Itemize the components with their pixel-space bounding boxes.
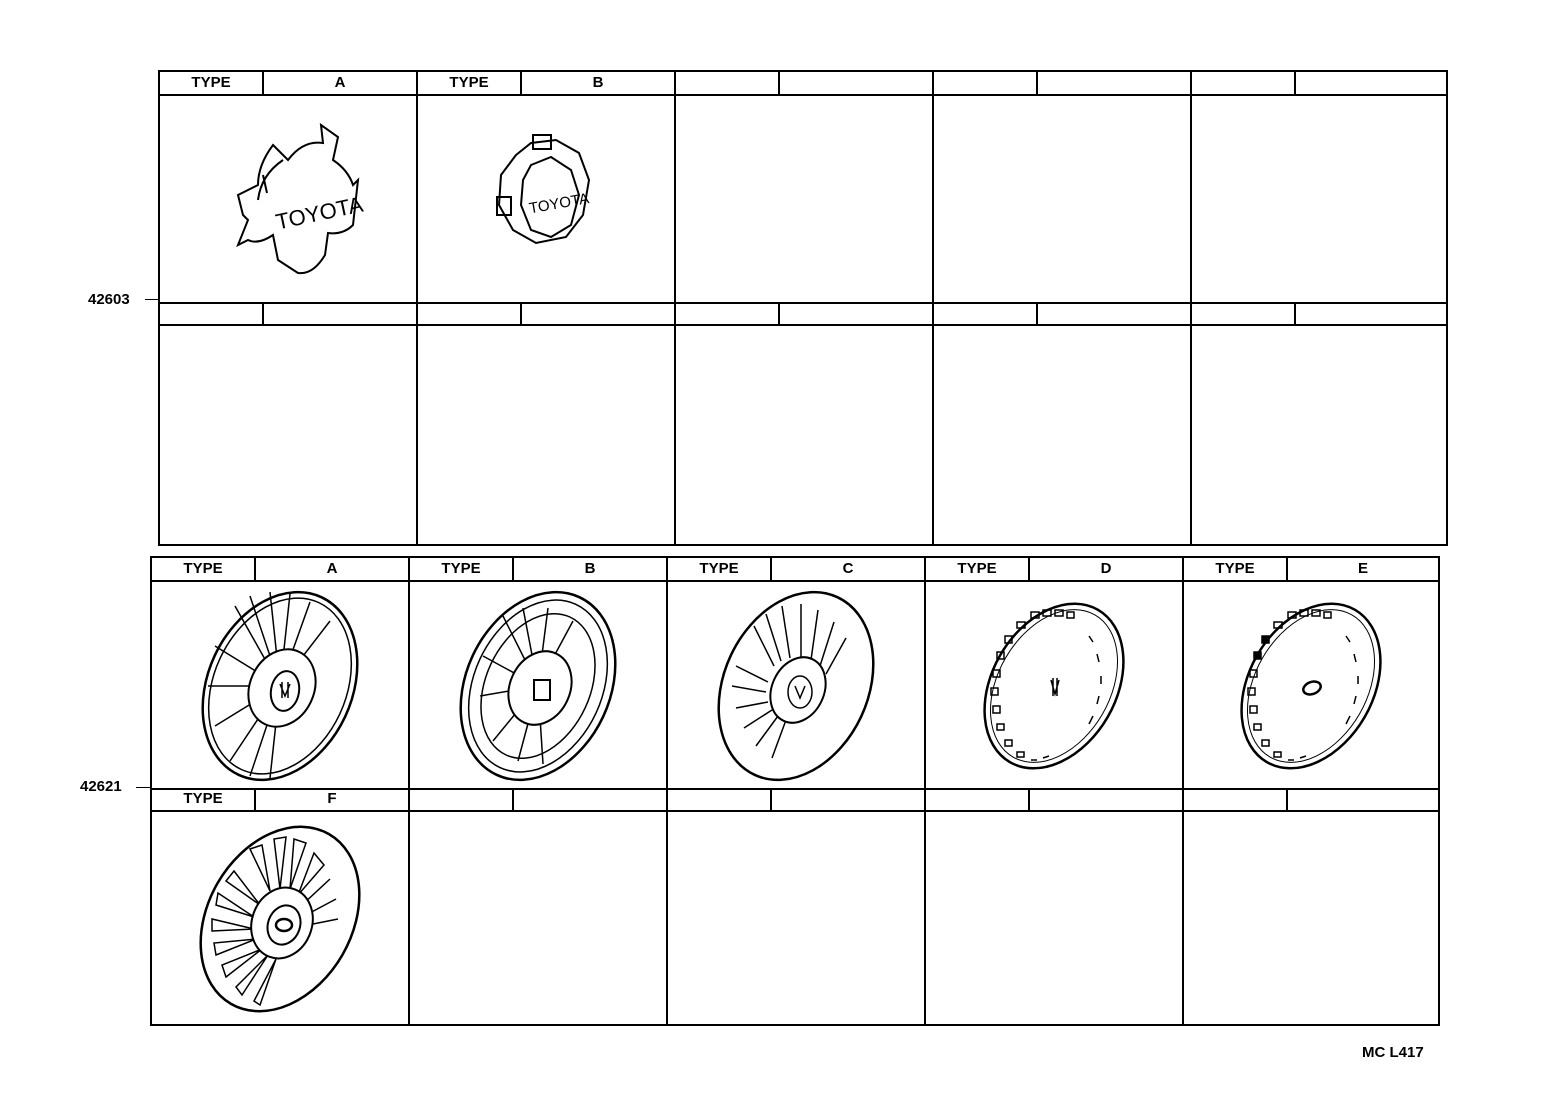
part-number-callout-42621: 42621	[80, 778, 122, 795]
cell-42603-empty-4	[934, 72, 1192, 302]
type-value: B	[584, 560, 596, 577]
type-value: A	[326, 560, 338, 577]
wheel-cover-icon	[983, 602, 1125, 770]
type-label: TYPE	[410, 558, 514, 580]
section-42621-row-2: TYPE F	[152, 788, 1438, 1024]
wheel-cover-icon	[717, 590, 875, 782]
cell-42621-type-c[interactable]: TYPE C	[668, 558, 926, 788]
section-42603-row-1: TYPE A TOYOTA TYPE B TOYOTA	[160, 72, 1446, 304]
type-value	[780, 72, 932, 94]
cell-42621-r2-2	[410, 788, 668, 1024]
type-label	[926, 788, 1030, 810]
type-label	[1192, 302, 1296, 324]
type-value: F	[327, 790, 337, 807]
diagram-code: MC L417	[1362, 1044, 1424, 1061]
cell-42621-r2-3	[668, 788, 926, 1024]
cell-42603-type-b[interactable]: TYPE B TOYOTA	[418, 72, 676, 302]
type-label	[934, 302, 1038, 324]
type-label: TYPE	[160, 72, 264, 94]
wheel-cover-b-illustration	[410, 584, 666, 788]
type-value	[1288, 788, 1438, 810]
wheel-cover-f-illustration	[152, 814, 408, 1024]
type-value	[1038, 72, 1190, 94]
type-value	[1030, 788, 1182, 810]
toyota-emblem-icon	[1302, 680, 1322, 696]
cell-42621-r2-5	[1184, 788, 1438, 1024]
crown-emblem-icon	[794, 685, 806, 700]
type-value: C	[842, 560, 854, 577]
cell-42603-r2-4	[934, 302, 1192, 544]
toyota-emblem-icon	[274, 917, 294, 933]
center-cap-five-lobe-illustration: TOYOTA	[160, 98, 416, 302]
type-value: E	[1357, 560, 1368, 577]
type-value	[514, 788, 666, 810]
wheel-cover-c-illustration	[668, 584, 924, 788]
type-value	[772, 788, 924, 810]
center-cap-icon: TOYOTA	[496, 134, 590, 245]
wheel-cover-d-illustration	[926, 584, 1182, 788]
section-42603-panel: TYPE A TOYOTA TYPE B TOYOTA	[158, 70, 1448, 546]
wheel-cover-e-illustration	[1184, 584, 1438, 788]
type-value	[522, 302, 674, 324]
svg-text:TOYOTA: TOYOTA	[528, 190, 590, 217]
type-value	[780, 302, 932, 324]
wheel-cover-a-illustration	[152, 584, 408, 788]
crown-emblem-icon	[533, 679, 551, 701]
wheel-cover-icon	[201, 590, 359, 782]
type-label: TYPE	[926, 558, 1030, 580]
cell-42621-type-a[interactable]: TYPE A	[152, 558, 410, 788]
type-label	[160, 302, 264, 324]
type-label: TYPE	[668, 558, 772, 580]
type-value: A	[334, 74, 346, 91]
wheel-cover-icon	[199, 825, 361, 1013]
cell-42603-r2-2	[418, 302, 676, 544]
crown-emblem-icon	[1050, 678, 1060, 697]
crown-emblem-icon	[279, 682, 291, 698]
leader-line-42621	[136, 787, 152, 788]
cell-42603-type-a[interactable]: TYPE A TOYOTA	[160, 72, 418, 302]
cell-42621-type-d[interactable]: TYPE D	[926, 558, 1184, 788]
wheel-cover-icon	[459, 590, 617, 782]
type-label	[668, 788, 772, 810]
type-label: TYPE	[418, 72, 522, 94]
center-cap-icon: TOYOTA	[236, 122, 365, 275]
cell-42621-type-b[interactable]: TYPE B	[410, 558, 668, 788]
type-value: D	[1100, 560, 1112, 577]
type-label	[418, 302, 522, 324]
cell-42603-r2-3	[676, 302, 934, 544]
type-label: TYPE	[1184, 558, 1288, 580]
type-label	[934, 72, 1038, 94]
type-label	[676, 72, 780, 94]
center-cap-octagonal-illustration: TOYOTA	[418, 98, 674, 302]
type-label	[410, 788, 514, 810]
cell-42603-r2-5	[1192, 302, 1446, 544]
cell-42603-empty-3	[676, 72, 934, 302]
leader-line-42603	[145, 299, 161, 300]
cell-42621-type-e[interactable]: TYPE E	[1184, 558, 1438, 788]
wheel-cover-icon	[1240, 602, 1382, 770]
cell-42621-r2-4	[926, 788, 1184, 1024]
type-label	[1184, 788, 1288, 810]
svg-text:TOYOTA: TOYOTA	[273, 192, 365, 235]
type-value	[1296, 72, 1446, 94]
type-label	[1192, 72, 1296, 94]
section-42603-row-2	[160, 302, 1446, 544]
cell-42603-empty-5	[1192, 72, 1446, 302]
type-value	[264, 302, 416, 324]
type-value	[1296, 302, 1446, 324]
cell-42621-type-f[interactable]: TYPE F	[152, 788, 410, 1024]
type-value: B	[592, 74, 604, 91]
section-42621-row-1: TYPE A TYPE B	[152, 558, 1438, 790]
type-value	[1038, 302, 1190, 324]
part-number-callout-42603: 42603	[88, 291, 130, 308]
type-label	[676, 302, 780, 324]
type-label: TYPE	[152, 788, 256, 810]
type-label: TYPE	[152, 558, 256, 580]
section-42621-panel: TYPE A TYPE B	[150, 556, 1440, 1026]
cell-42603-r2-1	[160, 302, 418, 544]
